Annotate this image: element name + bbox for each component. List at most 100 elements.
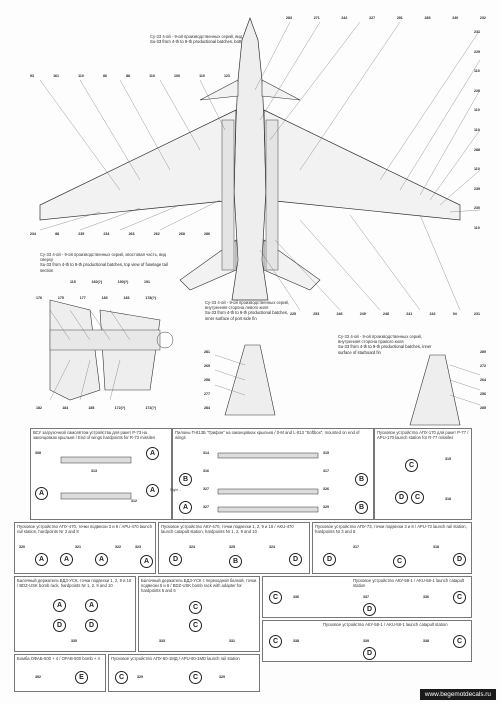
callout-number: 93	[30, 74, 34, 78]
stencil-letter: B	[355, 473, 368, 486]
callout-number: 106	[174, 74, 180, 78]
callout-number: 336	[293, 595, 299, 599]
stencil-letter: C	[393, 555, 406, 568]
callout-number: 288	[474, 147, 480, 152]
callout-number: 285	[480, 406, 486, 410]
callout-number: 339	[363, 639, 369, 643]
callout-number: 338	[293, 639, 299, 643]
callout-number: 229	[474, 49, 480, 54]
tail-numbers: 115 160(?) 190(?) 191	[70, 280, 150, 284]
fin-left-numbers: 281 265 258 277 284	[204, 350, 210, 410]
tail-top-view	[49, 299, 174, 401]
bottom-right-numbers: 225 253 246 249 248 241 242 94 231	[290, 312, 480, 316]
callout-number: 110	[199, 74, 205, 78]
callout-number: 242	[341, 16, 348, 20]
callout-number: 161	[53, 74, 60, 78]
callout-number: 333	[159, 639, 165, 643]
callout-number: 88	[126, 74, 131, 78]
right-numbers: 231 229 110 226 110 110 288 110 239 230 …	[474, 30, 480, 230]
callout-number: 291	[396, 16, 403, 20]
panel-title: Бомба ОФАБ-500 + 4 / OFAB-500 bomb + 4	[17, 656, 100, 661]
stencil-letter: B	[355, 501, 368, 514]
panel-title: Пусковое устройство АКУ-58-1 / AKU-58-1 …	[323, 622, 448, 627]
callout-number: 330	[71, 639, 77, 643]
callout-number: 86	[103, 74, 107, 78]
callout-number: 249	[359, 312, 366, 316]
callout-number: 246	[336, 312, 343, 316]
panel-aku58-b: Пусковое устройство АКУ-58-1 / AKU-58-1 …	[262, 620, 472, 662]
callout-number: 225	[290, 312, 296, 316]
callout-number: 312	[131, 499, 137, 503]
callout-number: 242	[429, 312, 436, 316]
stencil-letter: D	[53, 619, 66, 632]
tail-top-view-caption: Су-33 4-ой - 9-ой производственных серий…	[40, 252, 180, 273]
caption-ru: Су-33 4-ой - 9-ой производственных серий…	[150, 34, 255, 39]
panel-title: Пусковое устройство АПУ-60-1МД / APU-60-…	[111, 656, 240, 661]
callout-number: 308	[35, 451, 41, 455]
caption-en: Su-33 from 4-th to 9-th productional bat…	[338, 344, 432, 355]
website-url[interactable]: www.begemotdecals.ru	[419, 689, 496, 700]
callout-number: 268	[178, 232, 185, 236]
left-row-numbers: 93 161 110 86 88 110 106 110 123	[30, 74, 230, 78]
callout-number: 226	[474, 88, 480, 93]
panel-aku58-a: Пусковое устройство АКУ-58-1 / AKU-58-1 …	[262, 576, 472, 618]
stencil-letter: D	[363, 647, 376, 660]
callout-number: 190(?)	[117, 280, 129, 284]
stencil-letter: A	[95, 553, 108, 566]
callout-number: 324	[189, 545, 195, 549]
stencil-letter: A	[35, 553, 48, 566]
callout-number: 277	[204, 392, 210, 396]
callout-number: 327	[203, 505, 209, 509]
callout-number: 94	[452, 312, 457, 316]
stencil-letter: A	[35, 487, 48, 500]
stencil-letter: A	[146, 447, 159, 460]
callout-number: 230	[474, 206, 480, 211]
panel-bdz-usk-adapter: Балочный держатель БДЗ-УСК с переходной …	[138, 576, 260, 652]
callout-number: 283	[424, 16, 431, 20]
panel-title: Пусковое устройство АПУ-470, точки подве…	[17, 524, 153, 535]
callout-number: 123	[223, 74, 230, 78]
panel-ofab-bomb: Бомба ОФАБ-500 + 4 / OFAB-500 bomb + 4 3…	[14, 654, 106, 692]
panel-apu170: Пусковое устройство АПУ-170 для ракет Р-…	[374, 428, 472, 520]
callout-number: 315	[323, 451, 329, 455]
top-numbers: 283 271 242 227 291 283 240 232	[286, 16, 486, 20]
callout-number: 329	[137, 675, 143, 679]
callout-number: 317	[353, 545, 359, 549]
stencil-letter: C	[269, 635, 282, 648]
callout-number: 234	[30, 232, 36, 236]
callout-number: 313	[91, 469, 97, 473]
stencil-letter: D	[169, 553, 182, 566]
port-fin-drawing	[214, 344, 276, 416]
callout-number: 178(?)	[145, 296, 156, 300]
stencil-letter: D	[395, 491, 408, 504]
panel-title: Пусковое устройство АКУ-470, точки подве…	[161, 524, 294, 535]
callout-number: 316	[203, 469, 209, 473]
stencil-letter: C	[411, 491, 424, 504]
callout-number: 240	[452, 16, 459, 20]
callout-number: 177	[79, 296, 86, 300]
callout-number: 262	[153, 232, 160, 236]
stencil-letter: D	[85, 619, 98, 632]
callout-number: 283	[286, 16, 292, 20]
callout-number: 271	[313, 16, 320, 20]
panel-apu60: Пусковое устройство АПУ-60-1МД / APU-60-…	[108, 654, 260, 692]
stencil-letter: A	[179, 501, 192, 514]
caption-ru: Су-33 4-ой - 9-ой производственных серий…	[338, 334, 423, 345]
callout-number: 172(?)	[114, 406, 126, 410]
caption-en: Su-33 from 4-th to 9-th productional bat…	[150, 39, 257, 45]
flight-direction-label: Flight →	[170, 488, 182, 492]
callout-number: 110	[474, 108, 480, 113]
caption-en: Su-33 from 4-th to 9-th productional bat…	[40, 262, 168, 273]
callout-number: 327	[203, 487, 209, 491]
callout-number: 331	[229, 639, 235, 643]
stencil-letter: C	[115, 671, 128, 684]
callout-number: 322	[115, 545, 121, 549]
callout-number: 284	[204, 406, 210, 410]
panel-title: Пусковое устройство АПУ-73, точки подвес…	[315, 524, 467, 535]
callout-number: 182	[36, 406, 42, 410]
panel-title: Пусковое устройство АПУ-170 для ракет Р-…	[377, 430, 469, 441]
callout-number: 352	[35, 675, 41, 679]
callout-number: 272	[480, 364, 486, 368]
panel-title: ВСУ загрузочной самолётом устройства для…	[33, 430, 156, 441]
